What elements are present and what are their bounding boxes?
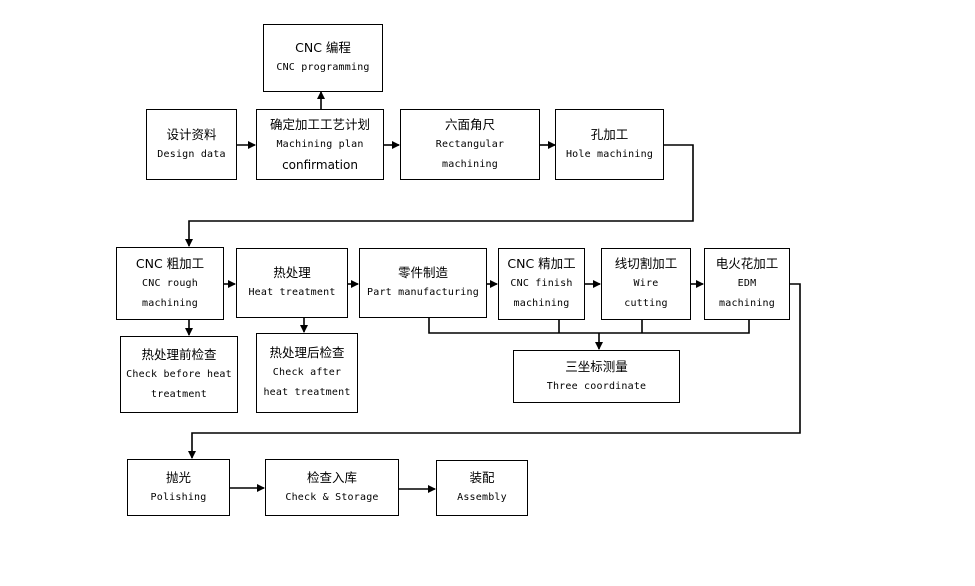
node-check-before-heat: 热处理前检查 Check before heat treatment [120,336,238,413]
node-rectangular-machining-zh: 六面角尺 [444,116,495,132]
node-design-data: 设计资料 Design data [146,109,237,180]
node-hole-machining: 孔加工 Hole machining [555,109,664,180]
node-plan-confirmation-en2: confirmation [282,157,358,172]
node-edm-machining-en1: EDM [737,278,757,289]
node-check-after-heat-zh: 热处理后检查 [269,345,345,360]
node-plan-confirmation-en1: Machining plan [276,138,364,150]
node-three-coordinate-en: Three coordinate [546,380,647,392]
node-cnc-rough-zh: CNC 粗加工 [135,255,205,271]
node-rectangular-machining: 六面角尺 Rectangular machining [400,109,540,180]
node-assembly-zh: 装配 [469,470,495,485]
node-check-storage: 检查入库 Check & Storage [265,459,399,516]
node-check-storage-zh: 检查入库 [306,469,357,485]
node-cnc-rough: CNC 粗加工 CNC rough machining [116,247,224,320]
node-design-data-en: Design data [157,148,226,160]
node-part-manufacturing: 零件制造 Part manufacturing [359,248,487,318]
node-polishing-en: Polishing [150,491,207,503]
node-check-after-heat-en2: heat treatment [263,387,351,398]
node-heat-treatment: 热处理 Heat treatment [236,248,348,318]
node-polishing-zh: 抛光 [165,469,191,485]
node-polishing: 抛光 Polishing [127,459,230,516]
node-rectangular-machining-en2: machining [442,158,498,170]
node-cnc-finish-en1: CNC finish [510,278,573,289]
node-check-after-heat-en1: Check after [272,367,342,378]
node-edm-machining-en2: machining [719,298,775,309]
node-cnc-programming-en: CNC programming [276,62,370,73]
connector-merge-to-three-coordinate [428,318,750,334]
node-check-before-heat-en2: treatment [151,388,207,400]
node-hole-machining-zh: 孔加工 [590,126,629,142]
node-check-before-heat-zh: 热处理前检查 [141,346,217,362]
connector-hole-to-cnc-rough [185,144,694,247]
node-three-coordinate: 三坐标测量 Three coordinate [513,350,680,403]
node-cnc-rough-en2: machining [142,297,198,309]
node-cnc-programming: CNC 编程 CNC programming [263,24,383,92]
node-check-before-heat-en1: Check before heat [126,368,232,380]
node-plan-confirmation: 确定加工工艺计划 Machining plan confirmation [256,109,384,180]
node-check-storage-en: Check & Storage [285,491,379,503]
node-check-after-heat: 热处理后检查 Check after heat treatment [256,333,358,413]
node-wire-cutting-en1: Wire [633,278,659,289]
node-cnc-finish-en2: machining [513,298,570,309]
connector-edm-to-polishing [188,283,801,459]
node-cnc-programming-zh: CNC 编程 [295,40,351,55]
node-part-manufacturing-en: Part manufacturing [367,287,479,298]
node-hole-machining-en: Hole machining [565,148,654,160]
node-assembly: 装配 Assembly [436,460,528,516]
node-edm-machining-zh: 电火花加工 [715,256,779,271]
node-cnc-rough-en1: CNC rough [142,277,198,289]
node-wire-cutting-en2: cutting [624,298,668,309]
node-edm-machining: 电火花加工 EDM machining [704,248,790,320]
node-wire-cutting-zh: 线切割加工 [614,256,678,271]
node-three-coordinate-zh: 三坐标测量 [565,358,628,374]
node-wire-cutting: 线切割加工 Wire cutting [601,248,691,320]
node-design-data-zh: 设计资料 [166,126,217,142]
node-heat-treatment-zh: 热处理 [273,265,311,280]
node-heat-treatment-en: Heat treatment [248,287,336,298]
node-part-manufacturing-zh: 零件制造 [397,265,448,280]
node-cnc-finish: CNC 精加工 CNC finish machining [498,248,585,320]
node-cnc-finish-zh: CNC 精加工 [507,256,576,271]
node-assembly-en: Assembly [457,492,507,503]
node-plan-confirmation-zh: 确定加工工艺计划 [269,116,370,132]
node-rectangular-machining-en1: Rectangular [435,138,505,150]
